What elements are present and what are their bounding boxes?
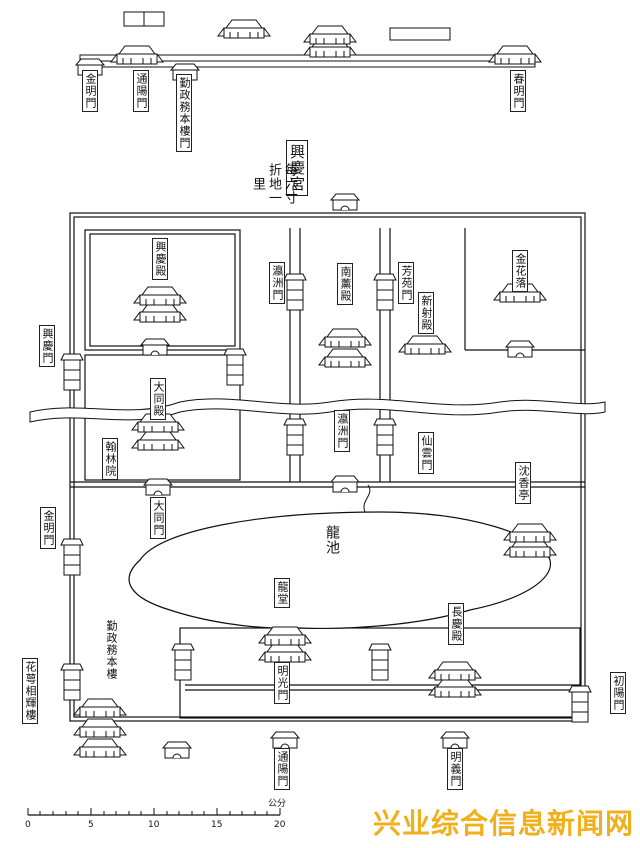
scale-tick-20: 20 xyxy=(274,820,286,830)
label-chenxiang-ting: 沈香亭 xyxy=(515,462,531,504)
label-longtang: 龍堂 xyxy=(274,578,290,608)
label-jinming-men: 金明門 xyxy=(40,507,56,549)
dragon-pond xyxy=(128,511,551,630)
scale-tick-0: 0 xyxy=(25,820,31,830)
label-longchi: 龍池 xyxy=(324,525,340,555)
label-huae-lou: 花萼相輝樓 xyxy=(22,658,38,724)
label-yingzhou-men: 瀛洲門 xyxy=(334,410,350,452)
label-jinming-men-top: 金明門 xyxy=(82,70,98,112)
label-shangge-men-top: 勤政務本樓門 xyxy=(176,74,192,152)
watermark: 兴业综合信息新闻网 xyxy=(372,807,634,840)
label-nanxun-dian: 南薰殿 xyxy=(337,263,353,305)
label-yingzhao-men: 瀛洲門 xyxy=(269,262,285,304)
scale-tick-5: 5 xyxy=(88,820,94,830)
label-jinhua-luo: 金花落 xyxy=(512,250,528,292)
label-datong-men: 大同門 xyxy=(150,497,166,539)
label-xinshe-dian: 新射殿 xyxy=(418,292,434,334)
label-mingyi-men: 明義門 xyxy=(447,748,463,790)
label-xingqing-men: 興慶門 xyxy=(39,325,55,367)
label-chunming-men-top: 春明門 xyxy=(510,70,526,112)
label-mingguang-men: 明光門 xyxy=(274,662,290,704)
label-tongyang-men: 通陽門 xyxy=(274,748,290,790)
scale-bar xyxy=(27,808,281,816)
top-elevation xyxy=(75,11,542,81)
label-fangyuan-men: 芳苑門 xyxy=(398,262,414,304)
label-xianxian-men: 仙雲門 xyxy=(418,432,434,474)
label-hanlin-yuan: 翰林院 xyxy=(102,438,118,480)
map-title: 興慶宮 xyxy=(286,140,308,196)
label-tongyang-men-top: 通陽門 xyxy=(133,70,149,112)
label-datong-dian: 大同殿 xyxy=(150,378,166,420)
label-qinzheng-lou: 勤政務本樓 xyxy=(105,620,118,680)
canal xyxy=(29,398,606,423)
label-chuyang-men: 初陽門 xyxy=(610,672,626,714)
scale-tick-15: 15 xyxy=(211,820,223,830)
label-xingqing-dian: 興慶殿 xyxy=(152,238,168,280)
scale-tick-10: 10 xyxy=(148,820,160,830)
scale-note: 每六寸折地一里 xyxy=(250,163,297,205)
label-changqing-dian: 長慶殿 xyxy=(448,603,464,645)
scale-unit: 公分 xyxy=(268,799,287,809)
